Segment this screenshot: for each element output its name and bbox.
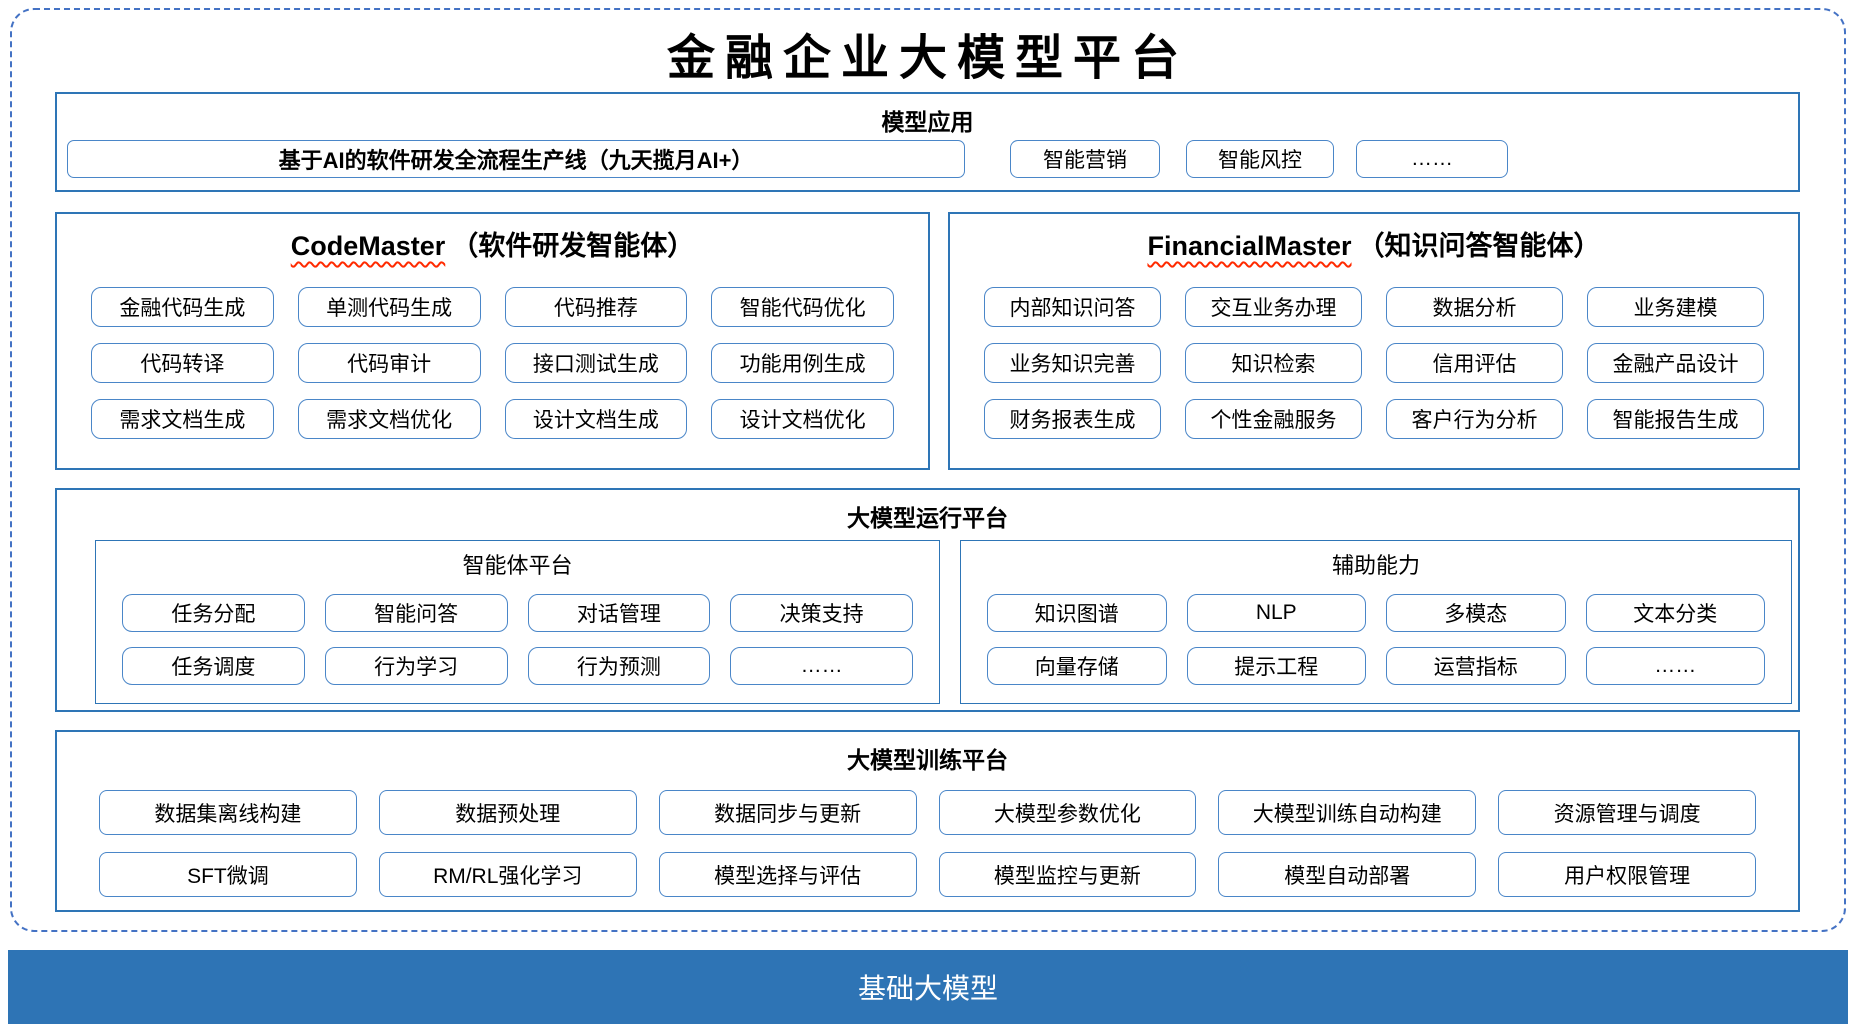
training-item: 模型自动部署 <box>1218 852 1477 897</box>
codemaster-item: 需求文档生成 <box>91 399 274 439</box>
agent-platform-item: 行为预测 <box>527 647 711 685</box>
ai-pipeline-box: 基于AI的软件研发全流程生产线（九天揽月AI+） <box>67 140 965 178</box>
aux-ability-item: NLP <box>1186 594 1366 632</box>
agent-platform-item: 行为学习 <box>324 647 508 685</box>
codemaster-item: 需求文档优化 <box>297 399 481 439</box>
codemaster-title: CodeMaster（软件研发智能体） <box>57 214 928 263</box>
training-item: 模型选择与评估 <box>658 852 917 897</box>
app-item-ellipsis: …… <box>1356 140 1508 178</box>
training-item: 用户权限管理 <box>1498 852 1756 897</box>
codemaster-grid: 金融代码生成 单测代码生成 代码推荐 智能代码优化 代码转译 代码审计 接口测试… <box>91 287 894 439</box>
financialmaster-item: 数据分析 <box>1386 287 1563 327</box>
financialmaster-item: 业务知识完善 <box>984 343 1161 383</box>
runtime-platform-section: 大模型运行平台 智能体平台 任务分配 智能问答 对话管理 决策支持 任务调度 行… <box>55 488 1800 712</box>
aux-ability-grid: 知识图谱 NLP 多模态 文本分类 向量存储 提示工程 运营指标 …… <box>987 594 1765 685</box>
training-item: RM/RL强化学习 <box>378 852 637 897</box>
agent-platform-box: 智能体平台 任务分配 智能问答 对话管理 决策支持 任务调度 行为学习 行为预测… <box>95 540 940 704</box>
aux-ability-item: 文本分类 <box>1585 594 1765 632</box>
financialmaster-name: FinancialMaster <box>1147 231 1352 261</box>
financialmaster-section: FinancialMaster（知识问答智能体） 内部知识问答 交互业务办理 数… <box>948 212 1800 470</box>
financialmaster-item: 财务报表生成 <box>984 399 1161 439</box>
codemaster-section: CodeMaster（软件研发智能体） 金融代码生成 单测代码生成 代码推荐 智… <box>55 212 930 470</box>
codemaster-item: 代码推荐 <box>504 287 688 327</box>
aux-ability-item: 知识图谱 <box>987 594 1167 632</box>
financialmaster-item: 客户行为分析 <box>1386 399 1563 439</box>
aux-ability-item: 多模态 <box>1386 594 1566 632</box>
financialmaster-item: 内部知识问答 <box>984 287 1161 327</box>
training-platform-title: 大模型训练平台 <box>847 747 1008 773</box>
codemaster-item: 代码审计 <box>297 343 481 383</box>
codemaster-subtitle: （软件研发智能体） <box>451 231 695 261</box>
app-item: 智能风控 <box>1186 140 1334 178</box>
financialmaster-item: 金融产品设计 <box>1587 343 1764 383</box>
agent-platform-item: 对话管理 <box>527 594 711 632</box>
codemaster-item: 设计文档优化 <box>711 399 894 439</box>
agent-platform-item: 智能问答 <box>324 594 508 632</box>
codemaster-item: 设计文档生成 <box>504 399 688 439</box>
platform-title: 金融企业大模型平台 <box>666 30 1189 86</box>
runtime-platform-title: 大模型运行平台 <box>847 505 1008 531</box>
base-model-bar: 基础大模型 <box>8 950 1848 1024</box>
financialmaster-title: FinancialMaster（知识问答智能体） <box>950 214 1798 263</box>
codemaster-name: CodeMaster <box>290 231 446 261</box>
model-application-row: 基于AI的软件研发全流程生产线（九天揽月AI+） 智能营销 智能风控 …… <box>57 140 1798 178</box>
model-application-title: 模型应用 <box>881 109 974 135</box>
codemaster-item: 智能代码优化 <box>711 287 894 327</box>
training-platform-grid: 数据集离线构建 数据预处理 数据同步与更新 大模型参数优化 大模型训练自动构建 … <box>99 790 1756 897</box>
financialmaster-item: 信用评估 <box>1386 343 1563 383</box>
aux-ability-item: 向量存储 <box>987 647 1167 685</box>
training-item: 数据集离线构建 <box>99 790 357 835</box>
agent-platform-title: 智能体平台 <box>462 553 573 578</box>
codemaster-item: 接口测试生成 <box>504 343 688 383</box>
codemaster-item: 金融代码生成 <box>91 287 274 327</box>
financialmaster-item: 智能报告生成 <box>1587 399 1764 439</box>
aux-ability-item: 提示工程 <box>1186 647 1366 685</box>
agent-platform-grid: 任务分配 智能问答 对话管理 决策支持 任务调度 行为学习 行为预测 …… <box>122 594 913 685</box>
aux-ability-title: 辅助能力 <box>1331 553 1420 578</box>
training-item: 数据预处理 <box>378 790 637 835</box>
aux-ability-box: 辅助能力 知识图谱 NLP 多模态 文本分类 向量存储 提示工程 运营指标 …… <box>960 540 1792 704</box>
model-application-section: 模型应用 基于AI的软件研发全流程生产线（九天揽月AI+） 智能营销 智能风控 … <box>55 92 1800 192</box>
agent-platform-item: 决策支持 <box>730 594 913 632</box>
training-platform-section: 大模型训练平台 数据集离线构建 数据预处理 数据同步与更新 大模型参数优化 大模… <box>55 730 1800 912</box>
training-item: SFT微调 <box>99 852 357 897</box>
agent-platform-item: 任务分配 <box>122 594 305 632</box>
codemaster-item: 代码转译 <box>91 343 274 383</box>
agent-platform-item: 任务调度 <box>122 647 305 685</box>
training-item: 大模型训练自动构建 <box>1218 790 1477 835</box>
financialmaster-subtitle: （知识问答智能体） <box>1357 231 1601 261</box>
financialmaster-item: 交互业务办理 <box>1185 287 1362 327</box>
financialmaster-item: 业务建模 <box>1587 287 1764 327</box>
app-item: 智能营销 <box>1010 140 1160 178</box>
aux-ability-item: 运营指标 <box>1386 647 1566 685</box>
training-item: 模型监控与更新 <box>938 852 1197 897</box>
training-item: 资源管理与调度 <box>1498 790 1756 835</box>
aux-ability-item-ellipsis: …… <box>1585 647 1765 685</box>
financialmaster-grid: 内部知识问答 交互业务办理 数据分析 业务建模 业务知识完善 知识检索 信用评估… <box>984 287 1764 439</box>
financialmaster-item: 个性金融服务 <box>1185 399 1362 439</box>
training-item: 大模型参数优化 <box>938 790 1197 835</box>
financialmaster-item: 知识检索 <box>1185 343 1362 383</box>
base-model-label: 基础大模型 <box>857 973 998 1004</box>
codemaster-item: 功能用例生成 <box>711 343 894 383</box>
agent-platform-item-ellipsis: …… <box>730 647 913 685</box>
training-item: 数据同步与更新 <box>658 790 917 835</box>
codemaster-item: 单测代码生成 <box>297 287 481 327</box>
